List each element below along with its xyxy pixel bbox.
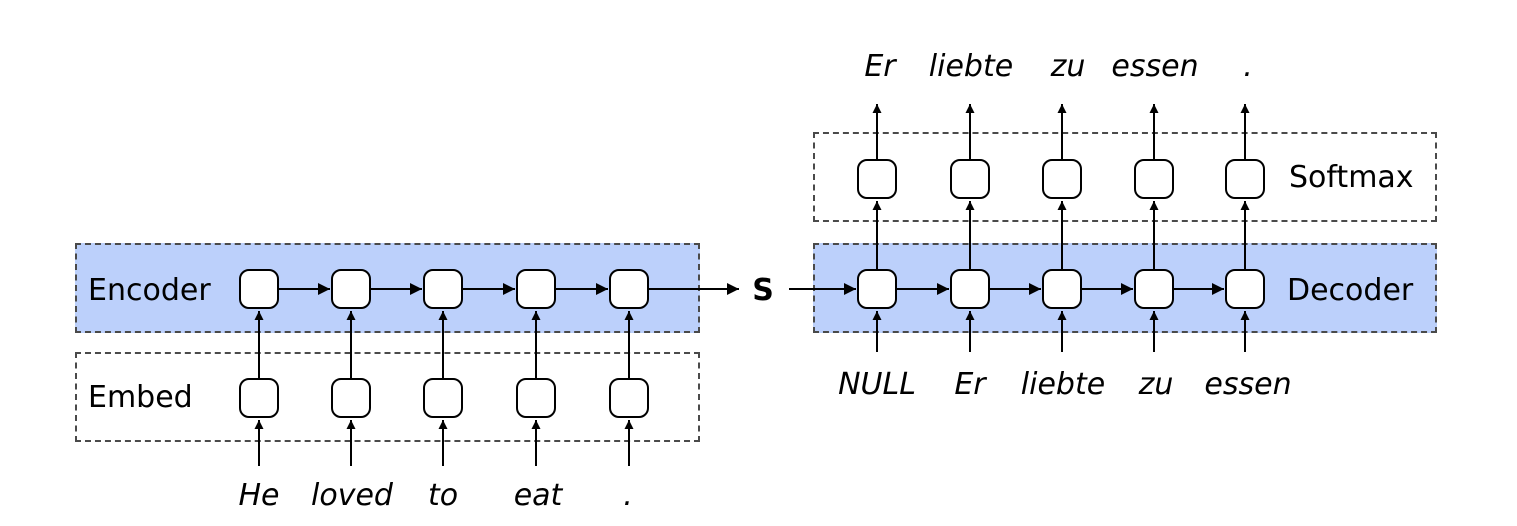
softmax-cell	[1134, 159, 1174, 199]
softmax-label: Softmax	[1289, 160, 1414, 195]
decoder-output-word: liebte	[928, 49, 1014, 84]
encoder-cell	[423, 269, 463, 309]
decoder-input-word: liebte	[1020, 367, 1106, 402]
encoder-cell	[516, 269, 556, 309]
decoder-output-word: essen	[1111, 49, 1199, 84]
softmax-cell	[1042, 159, 1082, 199]
embed-cell	[609, 378, 649, 418]
embed-layer	[75, 352, 700, 442]
encoder-input-word: .	[623, 478, 633, 513]
encoder-cell	[239, 269, 279, 309]
decoder-cell	[1134, 269, 1174, 309]
decoder-cell	[857, 269, 897, 309]
decoder-cell	[1225, 269, 1265, 309]
embed-cell	[423, 378, 463, 418]
embed-cell	[516, 378, 556, 418]
decoder-input-word: NULL	[838, 367, 916, 402]
encoder-input-word: to	[427, 478, 459, 513]
encoder-cell	[331, 269, 371, 309]
decoder-output-word: Er	[864, 49, 896, 84]
state-vector-label: S	[752, 273, 774, 308]
decoder-input-word: essen	[1204, 367, 1292, 402]
embed-cell	[331, 378, 371, 418]
softmax-cell	[857, 159, 897, 199]
decoder-output-word: zu	[1050, 49, 1086, 84]
encoder-input-word: loved	[311, 478, 393, 513]
softmax-layer	[813, 132, 1437, 222]
decoder-output-word: .	[1243, 49, 1253, 84]
softmax-cell	[1225, 159, 1265, 199]
decoder-cell	[950, 269, 990, 309]
encoder-input-word: He	[238, 478, 280, 513]
encoder-cell	[609, 269, 649, 309]
softmax-cell	[950, 159, 990, 199]
decoder-input-word: zu	[1138, 367, 1174, 402]
embed-label: Embed	[88, 380, 193, 415]
decoder-input-word: Er	[954, 367, 986, 402]
decoder-cell	[1042, 269, 1082, 309]
encoder-label: Encoder	[88, 273, 211, 308]
encoder-input-word: eat	[513, 478, 563, 513]
embed-cell	[239, 378, 279, 418]
decoder-label: Decoder	[1287, 273, 1414, 308]
